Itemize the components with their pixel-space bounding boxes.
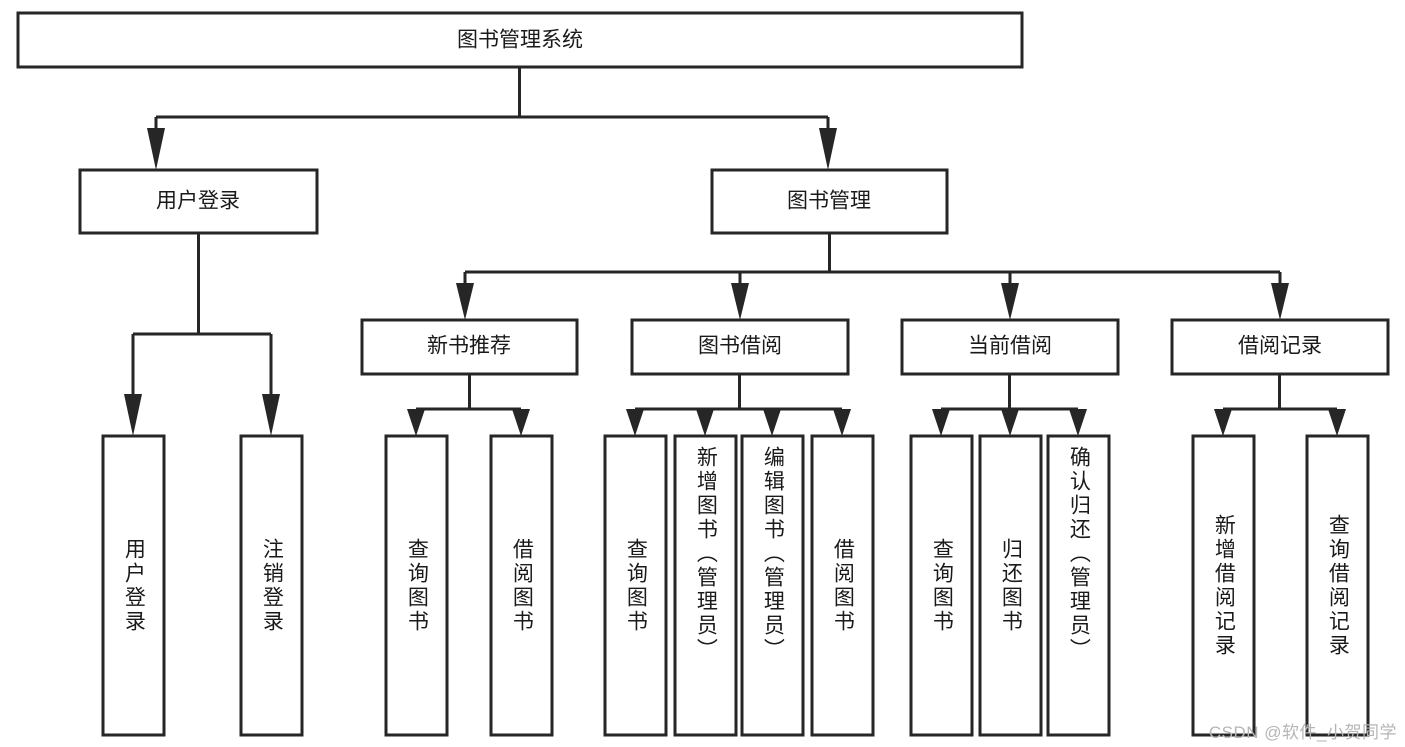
arrow-bookborrow-leaf3-icon [763, 409, 781, 436]
arrow-userlogin-leaf1-icon [124, 394, 142, 436]
node-book-manage-box[interactable] [710, 168, 949, 235]
node-user-login-box[interactable] [78, 168, 319, 235]
node-leaf-return-book-box[interactable] [978, 434, 1043, 737]
node-leaf-query-record-box[interactable] [1305, 434, 1370, 737]
node-book-borrow-label: 图书借阅 [698, 335, 782, 358]
arrow-bookborrow-leaf1-icon [626, 409, 644, 436]
node-user-login-label: 用户登录 [156, 190, 240, 213]
arrow-currentborrow-leaf2-icon [1001, 409, 1019, 436]
node-book-manage-label: 图书管理 [787, 190, 871, 213]
nodes-layer: 图书管理系统 用户登录 图书管理 新书推荐 图书借阅 当前 [16, 11, 1390, 737]
node-leaf-add-book-box[interactable] [673, 434, 738, 737]
node-new-book-recommend-label: 新书推荐 [427, 335, 511, 358]
arrow-root-to-book-manage-icon [819, 128, 837, 170]
node-leaf-borrow-book-1-box[interactable] [489, 434, 554, 737]
connectors-layer [124, 67, 1346, 436]
node-root-box[interactable] [16, 11, 1024, 69]
arrow-bookmanage-to-bookborrow-icon [731, 283, 749, 320]
node-user-login[interactable]: 用户登录 [78, 168, 319, 235]
arrow-currentborrow-leaf3-icon [1069, 409, 1087, 436]
arrow-borrowrecord-leaf2-icon [1328, 409, 1346, 436]
node-root-label: 图书管理系统 [457, 29, 583, 52]
node-root[interactable]: 图书管理系统 [16, 11, 1024, 69]
node-book-borrow-box[interactable] [630, 318, 850, 376]
node-new-book-recommend[interactable]: 新书推荐 [360, 318, 579, 376]
node-borrow-record[interactable]: 借阅记录 [1170, 318, 1390, 376]
node-book-manage[interactable]: 图书管理 [710, 168, 949, 235]
node-current-borrow[interactable]: 当前借阅 [900, 318, 1120, 376]
node-borrow-record-box[interactable] [1170, 318, 1390, 376]
arrow-bookmanage-to-newbook-icon [456, 283, 474, 320]
node-leaf-edit-book-box[interactable] [740, 434, 805, 737]
node-leaf-user-login-box[interactable] [101, 434, 166, 737]
arrow-root-to-user-login-icon [147, 128, 165, 170]
arrow-newbook-leaf1-icon [407, 409, 425, 436]
arrow-newbook-leaf2-icon [512, 409, 530, 436]
arrow-borrowrecord-leaf1-icon [1214, 409, 1232, 436]
arrow-bookmanage-to-borrowrecord-icon [1271, 283, 1289, 320]
arrow-bookborrow-leaf4-icon [833, 409, 851, 436]
node-leaf-query-book-2-box[interactable] [603, 434, 668, 737]
csdn-watermark: CSDN @软件_小贺同学 [1208, 723, 1397, 742]
node-leaf-confirm-return-box[interactable] [1046, 434, 1111, 737]
node-current-borrow-label: 当前借阅 [968, 335, 1052, 358]
arrow-bookborrow-leaf2-icon [696, 409, 714, 436]
arrow-userlogin-leaf2-icon [262, 394, 280, 436]
node-leaf-logout-login-box[interactable] [239, 434, 304, 737]
node-new-book-recommend-box[interactable] [360, 318, 579, 376]
node-leaf-query-book-1-box[interactable] [384, 434, 449, 737]
node-book-borrow[interactable]: 图书借阅 [630, 318, 850, 376]
node-leaf-borrow-book-2-box[interactable] [810, 434, 875, 737]
node-current-borrow-box[interactable] [900, 318, 1120, 376]
node-leaf-add-record-box[interactable] [1191, 434, 1256, 737]
node-leaf-query-book-3-box[interactable] [909, 434, 974, 737]
arrow-currentborrow-leaf1-icon [932, 409, 950, 436]
arrow-bookmanage-to-currentborrow-icon [1001, 283, 1019, 320]
node-borrow-record-label: 借阅记录 [1238, 335, 1322, 358]
